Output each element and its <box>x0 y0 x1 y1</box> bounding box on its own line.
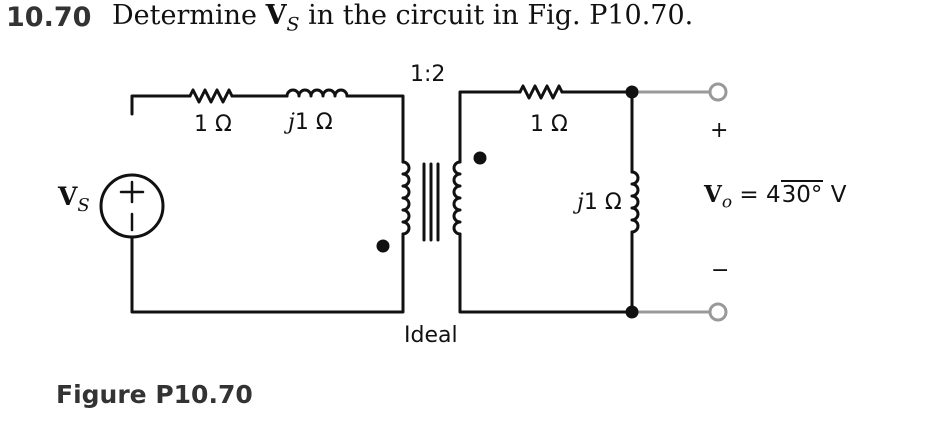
node-top-right <box>625 85 639 99</box>
secondary-resistor-label: 1 Ω <box>530 112 568 137</box>
primary-top-wire-right <box>345 94 405 164</box>
resistor-primary <box>188 88 234 104</box>
primary-top-wire-left <box>130 94 192 116</box>
primary-right-bottom-wire <box>130 232 405 314</box>
output-voltage-label: Vo = 430° V <box>704 180 847 213</box>
voltage-source-circle <box>99 173 165 239</box>
output-plus-sign: + <box>710 118 729 143</box>
source-symbol: V <box>58 182 78 211</box>
primary-resistor-label: 1 Ω <box>194 112 232 137</box>
transformer-primary-coil <box>401 160 411 236</box>
figure-caption: Figure P10.70 <box>56 380 253 409</box>
output-subscript: o <box>721 192 733 213</box>
output-terminal-top <box>708 82 728 102</box>
problem-variable: V <box>265 0 287 31</box>
secondary-left-top-wire <box>458 90 522 164</box>
transformer-ideal-label: Ideal <box>404 323 458 348</box>
problem-text-after: in the circuit in Fig. P10.70. <box>299 0 694 31</box>
primary-inductor-value: 1 Ω <box>294 110 333 135</box>
problem-text-before: Determine <box>112 0 266 31</box>
output-symbol: V <box>704 181 722 208</box>
inductor-secondary-shunt <box>630 170 640 234</box>
secondary-polarity-dot <box>473 151 487 165</box>
secondary-inductor-value: 1 Ω <box>583 190 622 215</box>
secondary-left-bottom-wire <box>458 232 634 314</box>
output-unit: V <box>823 182 847 208</box>
source-voltage-label: VS <box>58 182 90 216</box>
source-subscript: S <box>77 195 90 216</box>
inductor-primary-series <box>285 88 349 98</box>
output-magnitude: = 4 <box>732 182 781 208</box>
source-plus-sign <box>119 180 145 204</box>
secondary-inductor-label: j1 Ω <box>577 190 622 215</box>
secondary-inductor-j: j <box>577 190 584 215</box>
resistor-secondary <box>518 84 564 100</box>
primary-inductor-label: j1 Ω <box>288 110 333 135</box>
output-terminal-bottom <box>708 302 728 322</box>
output-minus-sign: − <box>711 258 730 283</box>
problem-variable-sub: S <box>286 13 300 36</box>
problem-statement: Determine VS in the circuit in Fig. P10.… <box>112 0 693 35</box>
primary-polarity-dot <box>376 239 390 253</box>
transformer-secondary-coil <box>452 160 462 236</box>
problem-number: 10.70 <box>6 2 92 33</box>
node-bottom-right <box>625 305 639 319</box>
primary-inductor-j: j <box>288 110 295 135</box>
output-angle: 30° <box>780 180 824 208</box>
transformer-ratio-label: 1:2 <box>410 62 446 87</box>
